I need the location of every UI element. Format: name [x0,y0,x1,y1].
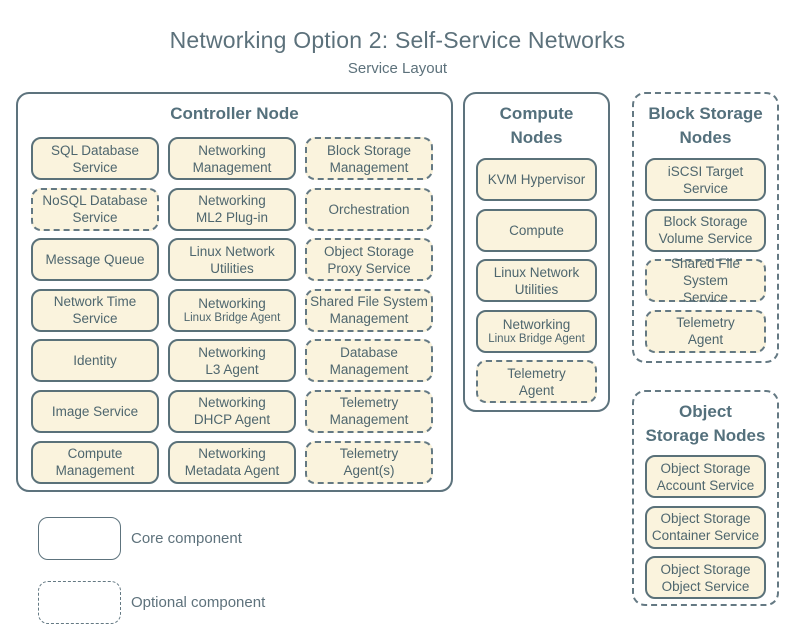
block-storage-services-stack: iSCSI Target Service Block Storage Volum… [645,158,766,353]
service-label: Block Storage Volume Service [658,214,753,247]
legend-optional-label: Optional component [131,594,266,611]
service-networking-l3-agent: Networking L3 Agent [168,339,296,383]
service-label: Message Queue [45,252,145,268]
service-networking-dhcp-agent: Networking DHCP Agent [168,389,296,433]
service-shared-file-system-management: Shared File System Management [305,288,433,332]
legend-optional-swatch [38,581,121,624]
service-block-storage-volume: Block Storage Volume Service [645,208,766,252]
page-subtitle: Service Layout [347,60,448,77]
service-label: Networking Management [192,142,272,175]
service-compute-management: Compute Management [31,440,159,484]
service-nosql-database: NoSQL Database Service [31,187,159,231]
controller-services-grid: SQL Database Service Networking Manageme… [31,137,433,484]
service-networking-ml2-plugin: Networking ML2 Plug-in [168,187,296,231]
service-compute: Compute [476,208,597,252]
compute-services-stack: KVM Hypervisor Compute Linux Network Uti… [476,158,597,404]
service-identity: Identity [31,339,159,383]
service-object-storage-object: Object Storage Object Service [645,556,766,600]
service-label: Image Service [51,403,139,419]
service-label: KVM Hypervisor [487,172,586,187]
controller-node-title: Controller Node [170,104,299,123]
service-label: Networking ML2 Plug-in [195,193,269,226]
service-telemetry-agents: Telemetry Agent(s) [305,440,433,484]
service-label: Telemetry Agent [676,315,735,348]
service-label: Networking DHCP Agent [193,395,271,428]
legend-core-label: Core component [131,530,242,547]
service-image-service: Image Service [31,389,159,433]
service-label: Networking L3 Agent [198,344,266,377]
service-message-queue: Message Queue [31,238,159,282]
service-label: iSCSI Target Service [667,163,744,196]
service-label: Network Time Service [53,294,137,327]
service-label: Object Storage Container Service [651,511,760,544]
service-label: Linux Network Utilities [493,264,580,297]
service-label: Shared File System Service [670,256,741,306]
block-storage-nodes-title: Block Storage Nodes [648,104,763,147]
service-database-management: Database Management [305,339,433,383]
service-label: Shared File System Management [310,294,428,327]
service-networking-management: Networking Management [168,137,296,180]
service-linux-network-utilities: Linux Network Utilities [168,238,296,282]
controller-node-panel: Controller Node SQL Database Service Net… [16,92,453,492]
service-label: Networking [502,316,571,332]
service-label: Telemetry Agent(s) [339,446,399,479]
service-orchestration: Orchestration [305,187,433,231]
service-label: Telemetry Agent [507,365,566,398]
service-label: Telemetry Management [329,395,409,428]
object-storage-nodes-title: Object Storage Nodes [645,402,766,445]
service-object-storage-container: Object Storage Container Service [645,505,766,549]
service-label: Object Storage Account Service [656,460,755,493]
service-kvm-hypervisor: KVM Hypervisor [476,158,597,201]
legend-core-swatch [38,517,121,560]
compute-nodes-panel: Compute Nodes KVM Hypervisor Compute Lin… [463,92,610,412]
service-networking-metadata-agent: Networking Metadata Agent [168,440,296,484]
service-label: Linux Network Utilities [189,243,275,276]
service-shared-file-system: Shared File System Service [645,256,766,305]
service-telemetry-management: Telemetry Management [305,389,433,433]
service-label: SQL Database Service [50,142,140,175]
service-block-storage-management: Block Storage Management [305,137,433,180]
service-sublabel: Linux Bridge Agent [488,332,585,345]
service-label: Compute Management [55,446,135,479]
service-label: Compute [509,222,564,238]
service-label: Block Storage Management [326,142,412,175]
service-label: Object Storage Proxy Service [323,243,415,276]
service-sublabel: Linux Bridge Agent [183,311,281,324]
service-linux-network-utilities: Linux Network Utilities [476,259,597,303]
service-sql-database: SQL Database Service [31,137,159,180]
service-label: Networking [198,295,266,311]
object-storage-services-stack: Object Storage Account Service Object St… [645,455,766,600]
service-label: Identity [73,353,117,369]
page-title: Networking Option 2: Self-Service Networ… [169,27,626,53]
service-object-storage-account: Object Storage Account Service [645,455,766,498]
compute-nodes-title: Compute Nodes [499,104,574,147]
service-label: NoSQL Database Service [42,193,148,226]
service-label: Orchestration [328,201,410,217]
object-storage-nodes-panel: Object Storage Nodes Object Storage Acco… [632,390,779,606]
service-networking-linux-bridge-agent: Networking Linux Bridge Agent [476,309,597,353]
service-networking-linux-bridge-agent: Networking Linux Bridge Agent [168,288,296,332]
service-iscsi-target: iSCSI Target Service [645,158,766,201]
service-label: Database Management [329,344,409,377]
service-telemetry-agent: Telemetry Agent [476,360,597,404]
block-storage-nodes-panel: Block Storage Nodes iSCSI Target Service… [632,92,779,363]
service-telemetry-agent: Telemetry Agent [645,309,766,353]
service-network-time: Network Time Service [31,288,159,332]
service-object-storage-proxy: Object Storage Proxy Service [305,238,433,282]
service-label: Networking Metadata Agent [184,446,280,479]
service-label: Object Storage Object Service [660,561,751,594]
